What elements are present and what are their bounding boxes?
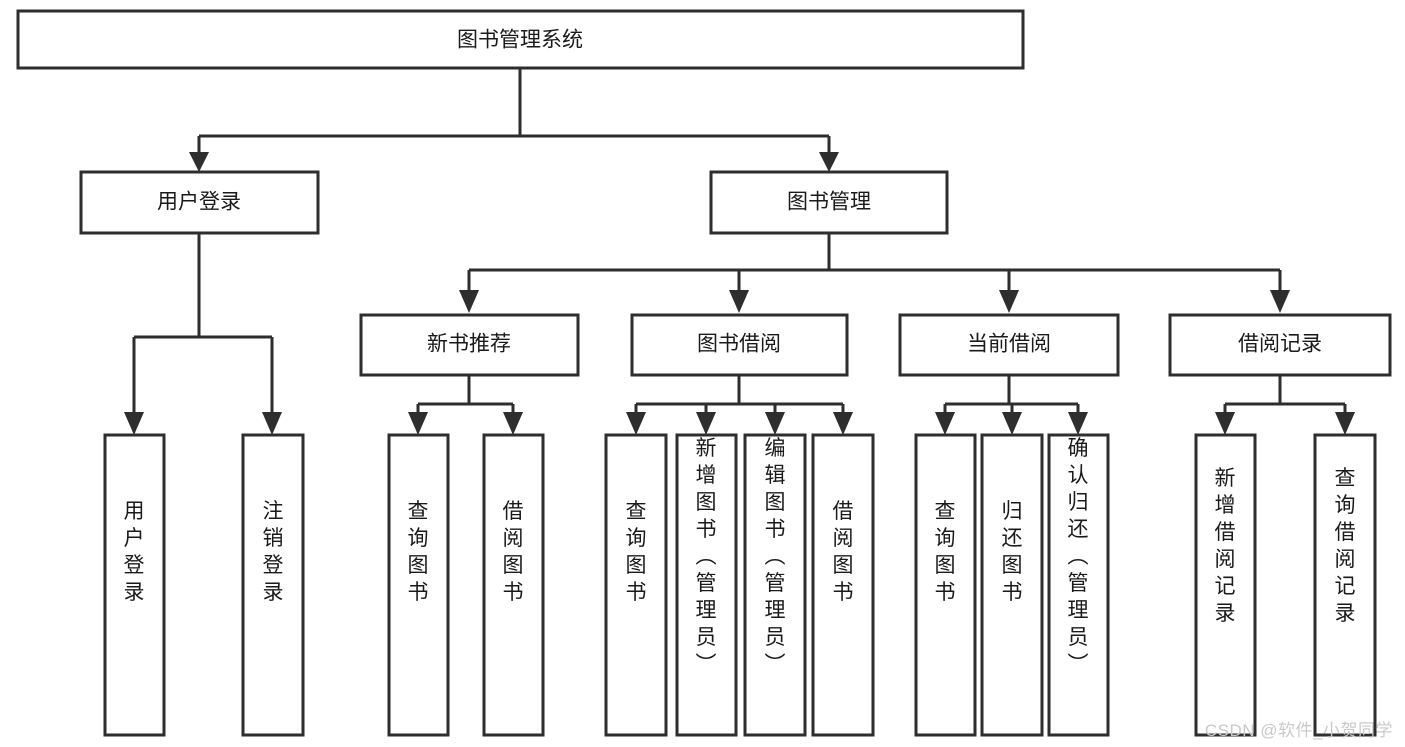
leaf-add-book-label: 新增图书︵管理员︶ — [696, 437, 717, 676]
node-new-book-recommend[interactable]: 新书推荐 — [359, 313, 580, 377]
leaf-add-book[interactable]: 新增图书︵管理员︶ — [675, 433, 738, 737]
connector-group-borrow-record — [1215, 375, 1355, 435]
node-borrow-record-box[interactable] — [1168, 313, 1392, 377]
arrowhead-current-borrow — [999, 290, 1019, 313]
leaf-query-book-1[interactable]: 查询图书 — [387, 433, 450, 737]
leaf-borrow-book-2-label: 借阅图书 — [833, 500, 854, 604]
node-book-management[interactable]: 图书管理 — [709, 170, 949, 235]
node-user-login[interactable]: 用户登录 — [79, 170, 320, 235]
arrowhead-cb-leaf1 — [935, 412, 955, 435]
leaf-edit-book[interactable]: 编辑图书︵管理员︶ — [743, 433, 807, 737]
arrowhead-leaf-user-login — [124, 412, 144, 435]
node-book-borrow-label: 图书借阅 — [697, 333, 781, 356]
arrowhead-borrow-record — [1270, 290, 1290, 313]
leaf-query-book-2[interactable]: 查询图书 — [604, 433, 668, 737]
leaf-query-book-3-label: 查询图书 — [935, 500, 956, 604]
arrowhead-bb-leaf1 — [626, 412, 646, 435]
node-book-borrow[interactable]: 图书借阅 — [630, 313, 849, 377]
arrowhead-nb-leaf2 — [503, 412, 523, 435]
leaf-query-book-3-box[interactable] — [914, 433, 977, 737]
connector-group-book-borrow — [626, 375, 853, 435]
arrowhead-bb-leaf4 — [833, 412, 853, 435]
connector-group-book-management — [459, 233, 1290, 313]
leaf-user-logout-label: 注销登录 — [263, 500, 284, 604]
leaf-query-record-label: 查询借阅记录 — [1335, 467, 1356, 625]
leaf-query-book-2-label: 查询图书 — [626, 500, 647, 604]
leaf-confirm-return-label: 确认归还︵管理员︶ — [1068, 437, 1089, 676]
arrowhead-br-leaf2 — [1335, 412, 1355, 435]
connector-group-user-login — [124, 233, 282, 435]
connector-group-root — [189, 68, 839, 172]
node-root-system[interactable]: 图书管理系统 — [16, 9, 1025, 70]
node-current-borrow-box[interactable] — [898, 313, 1120, 377]
node-new-book-recommend-label: 新书推荐 — [427, 333, 511, 356]
node-book-borrow-box[interactable] — [630, 313, 849, 377]
arrowhead-cb-leaf2 — [1002, 412, 1022, 435]
leaf-edit-book-label: 编辑图书︵管理员︶ — [765, 437, 786, 676]
node-borrow-record[interactable]: 借阅记录 — [1168, 313, 1392, 377]
arrowhead-cb-leaf3 — [1068, 412, 1088, 435]
csdn-watermark: CSDN @软件_小贺同学 — [1204, 721, 1393, 740]
connector-group-new-book-recommend — [408, 375, 523, 435]
node-user-login-box[interactable] — [79, 170, 320, 235]
leaf-confirm-return[interactable]: 确认归还︵管理员︶ — [1047, 433, 1110, 737]
leaf-user-login-box[interactable] — [103, 433, 166, 737]
node-new-book-recommend-box[interactable] — [359, 313, 580, 377]
leaf-edit-book-box[interactable] — [743, 433, 807, 737]
leaf-return-book-box[interactable] — [980, 433, 1044, 737]
leaf-add-book-box[interactable] — [675, 433, 738, 737]
arrowhead-bb-leaf2 — [696, 412, 716, 435]
arrowhead-new-book-recommend — [459, 290, 479, 313]
leaf-user-login[interactable]: 用户登录 — [103, 433, 166, 737]
arrowhead-br-leaf1 — [1215, 412, 1235, 435]
leaf-return-book[interactable]: 归还图书 — [980, 433, 1044, 737]
leaf-user-logout-box[interactable] — [241, 433, 305, 737]
leaf-query-book-3[interactable]: 查询图书 — [914, 433, 977, 737]
arrowhead-bb-leaf3 — [765, 412, 785, 435]
leaf-query-book-1-label: 查询图书 — [408, 500, 429, 604]
arrowhead-book-management — [819, 152, 839, 172]
leaf-borrow-book-1[interactable]: 借阅图书 — [482, 433, 545, 737]
leaf-add-record[interactable]: 新增借阅记录 — [1194, 433, 1257, 737]
node-current-borrow-label: 当前借阅 — [967, 333, 1051, 356]
arrowhead-nb-leaf1 — [408, 412, 428, 435]
leaf-query-book-2-box[interactable] — [604, 433, 668, 737]
connector-group-current-borrow — [935, 375, 1088, 435]
node-user-login-label: 用户登录 — [157, 191, 241, 214]
leaf-borrow-book-2[interactable]: 借阅图书 — [811, 433, 875, 737]
leaf-query-book-1-box[interactable] — [387, 433, 450, 737]
node-current-borrow[interactable]: 当前借阅 — [898, 313, 1120, 377]
node-borrow-record-label: 借阅记录 — [1238, 333, 1322, 356]
leaf-add-record-box[interactable] — [1194, 433, 1257, 737]
leaf-borrow-book-1-box[interactable] — [482, 433, 545, 737]
node-book-management-box[interactable] — [709, 170, 949, 235]
node-book-management-label: 图书管理 — [787, 191, 871, 214]
leaf-borrow-book-2-box[interactable] — [811, 433, 875, 737]
leaf-confirm-return-box[interactable] — [1047, 433, 1110, 737]
arrowhead-user-login — [189, 152, 209, 172]
leaf-query-record[interactable]: 查询借阅记录 — [1313, 433, 1377, 737]
leaf-user-login-label: 用户登录 — [124, 500, 145, 604]
leaf-add-record-label: 新增借阅记录 — [1215, 467, 1236, 625]
leaf-return-book-label: 归还图书 — [1002, 500, 1023, 604]
node-root-label: 图书管理系统 — [457, 29, 583, 52]
leaf-borrow-book-1-label: 借阅图书 — [503, 500, 524, 604]
node-root-box[interactable] — [16, 9, 1025, 70]
leaf-user-logout[interactable]: 注销登录 — [241, 433, 305, 737]
arrowhead-book-borrow — [729, 290, 749, 313]
leaf-query-record-box[interactable] — [1313, 433, 1377, 737]
arrowhead-leaf-user-logout — [262, 412, 282, 435]
